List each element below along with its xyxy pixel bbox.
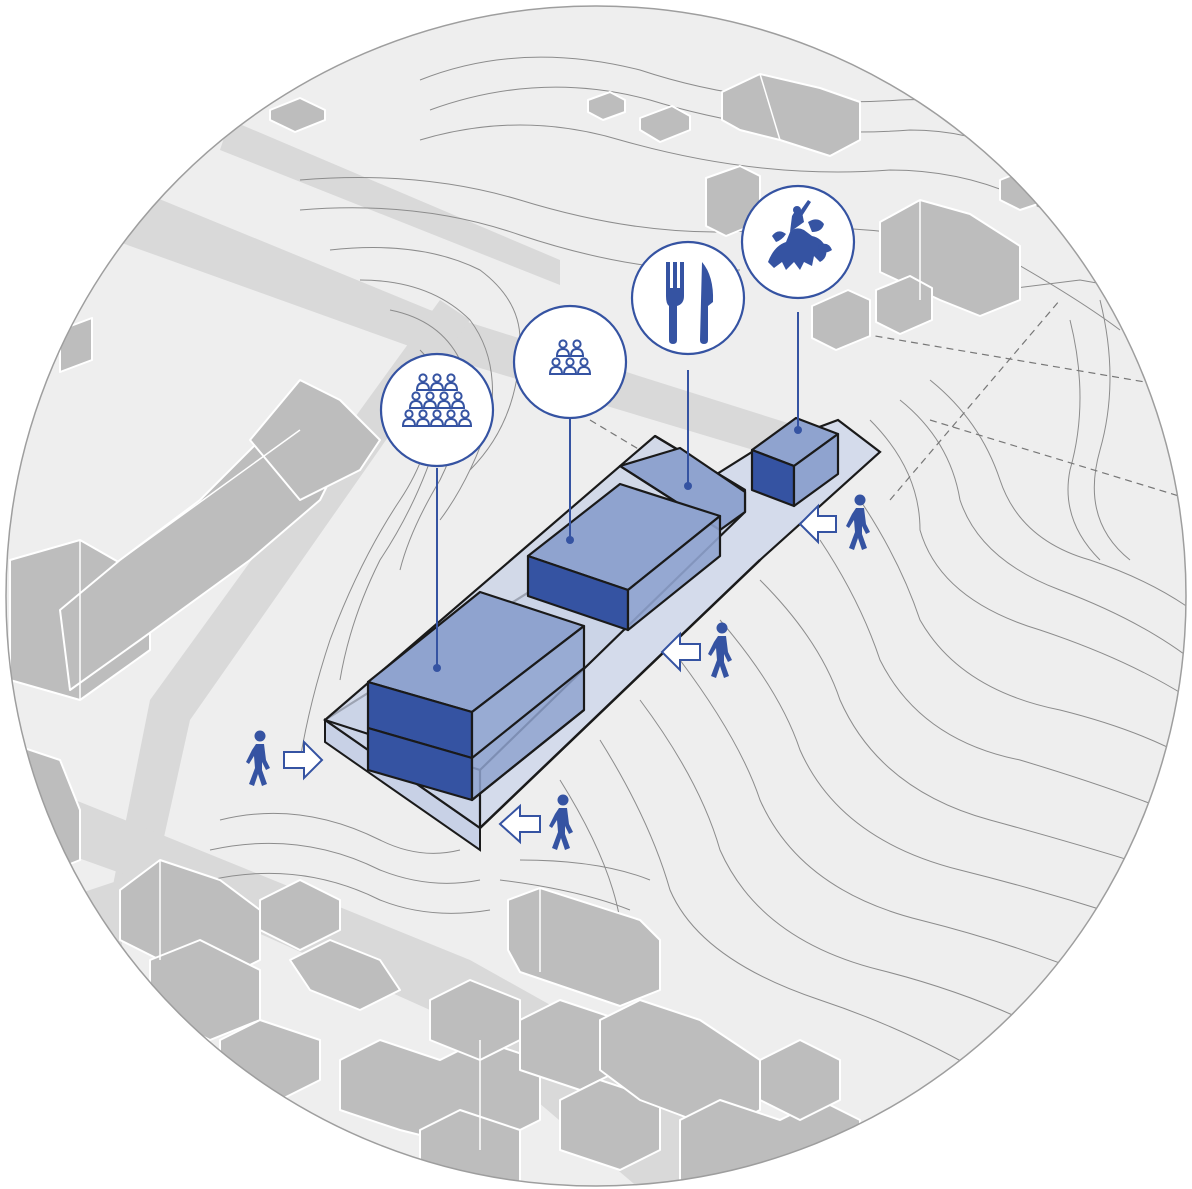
west-entrance (246, 730, 324, 786)
fork-knife-icon (630, 240, 746, 356)
roof-ridges (79, 73, 921, 1150)
map-circle-frame (5, 5, 1187, 1187)
topographic-contours (209, 56, 1186, 1111)
function-icons (379, 184, 856, 468)
small-audience-icon (512, 304, 628, 420)
large-auditorium-volume (366, 590, 586, 802)
entrance-markers (246, 494, 870, 850)
context-buildings (6, 73, 1051, 1186)
vytis-emblem-icon (740, 184, 856, 300)
arrow-left-icon (660, 631, 701, 673)
arrow-left-icon (798, 503, 837, 545)
small-auditorium-volume (526, 482, 722, 632)
large-audience-icon (379, 352, 495, 468)
arrow-left-icon (498, 803, 541, 845)
leader-lines (436, 312, 799, 668)
arrow-right-icon (283, 739, 324, 781)
heritage-cube-volume (750, 416, 840, 508)
east-entrance (798, 494, 870, 550)
south-entrance (498, 794, 573, 850)
middle-entrance (660, 622, 732, 678)
leader-dots (433, 426, 802, 672)
proposed-volumes (323, 416, 840, 830)
property-lines (589, 299, 1186, 501)
